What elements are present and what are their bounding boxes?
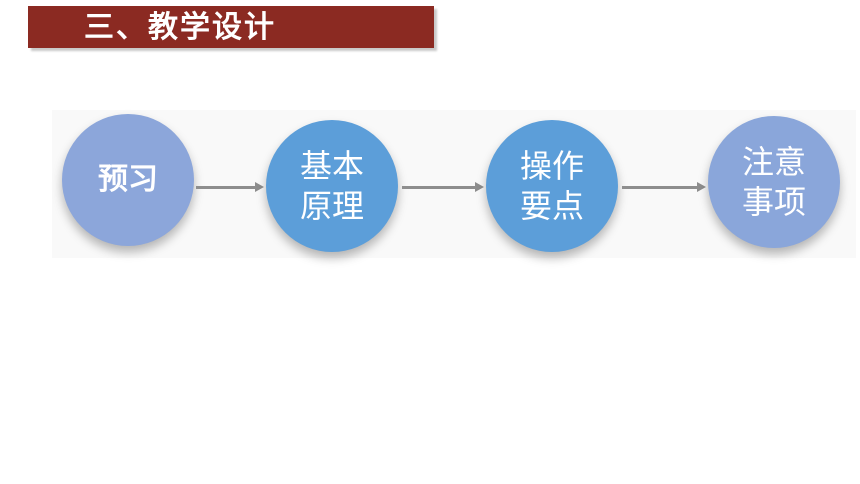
step-label-notes-line1: 注意 xyxy=(741,143,806,181)
step-node-operation: 操作 要点 xyxy=(486,120,618,252)
step-label-principles-line2: 原理 xyxy=(299,187,364,225)
section-title-bar: 三、教学设计 xyxy=(28,6,434,48)
step-node-preview: 预习 xyxy=(62,114,194,246)
flow-arrow-1 xyxy=(196,182,264,192)
step-label-notes-line2: 事项 xyxy=(741,183,806,221)
step-label-operation-line1: 操作 xyxy=(519,147,584,185)
flow-arrow-2 xyxy=(402,182,484,192)
step-label-preview: 预习 xyxy=(98,162,158,197)
step-label-operation-line2: 要点 xyxy=(519,187,584,225)
step-node-notes: 注意 事项 xyxy=(708,116,840,248)
flow-arrow-3 xyxy=(622,182,706,192)
step-label-principles-line1: 基本 xyxy=(299,147,364,185)
section-title: 三、教学设计 xyxy=(84,10,276,45)
step-node-principles: 基本 原理 xyxy=(266,120,398,252)
